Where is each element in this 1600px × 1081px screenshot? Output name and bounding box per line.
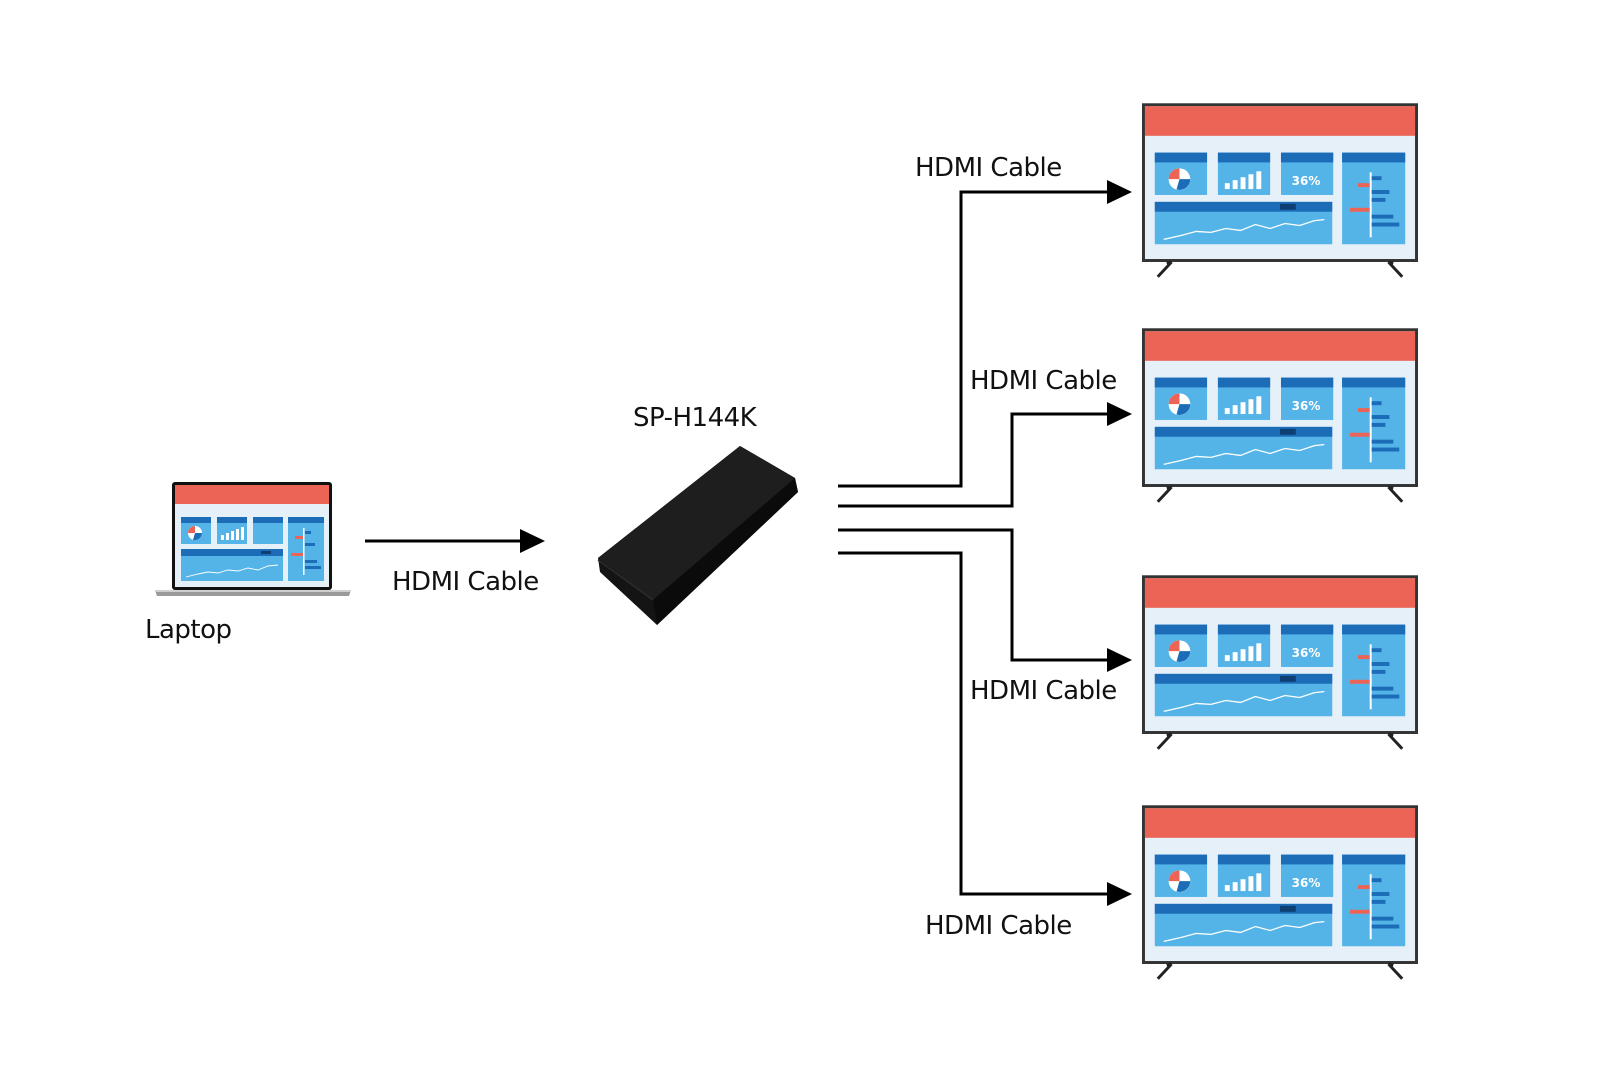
- laptop-label: Laptop: [145, 615, 232, 645]
- input-cable-arrow: [365, 529, 545, 553]
- tv-percent-4: 36%: [1292, 876, 1321, 890]
- tv-display-icon-1: 36%: [1142, 103, 1418, 279]
- laptop-icon: [154, 481, 352, 597]
- input-cable-label: HDMI Cable: [392, 567, 539, 597]
- splitter-label: SP-H144K: [633, 403, 757, 433]
- output-cable-label-3: HDMI Cable: [970, 676, 1117, 706]
- tv-display-icon-3: 36%: [1142, 575, 1418, 751]
- tv-display-icon-4: 36%: [1142, 805, 1418, 981]
- tv-percent-1: 36%: [1292, 174, 1321, 188]
- output-cable-label-2: HDMI Cable: [970, 366, 1117, 396]
- splitter-device-icon: [597, 446, 798, 625]
- tv-display-icon-2: 36%: [1142, 328, 1418, 504]
- tv-percent-2: 36%: [1292, 399, 1321, 413]
- output-cable-arrow-2: [838, 402, 1132, 508]
- output-cable-arrow-4: [838, 551, 1132, 906]
- output-cable-label-1: HDMI Cable: [915, 153, 1062, 183]
- tv-percent-3: 36%: [1292, 646, 1321, 660]
- output-cable-label-4: HDMI Cable: [925, 911, 1072, 941]
- output-cable-arrow-3: [838, 528, 1132, 672]
- output-cable-arrow-1: [838, 180, 1132, 488]
